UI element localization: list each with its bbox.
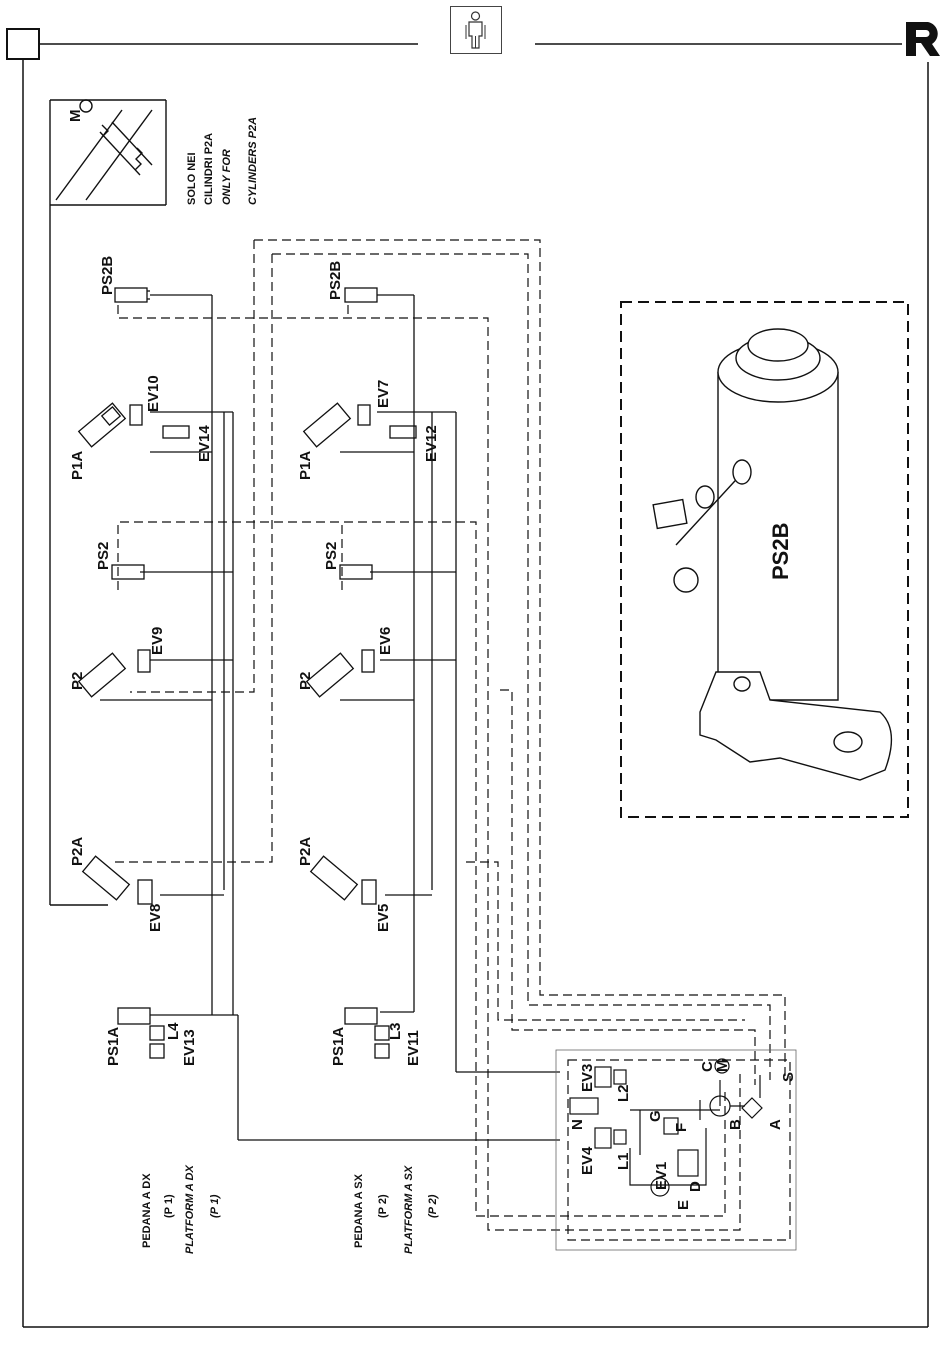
unit-label-d: D [687, 1181, 704, 1192]
unit-label-s: S [780, 1072, 797, 1082]
cylinder-ps2b-left [345, 288, 377, 302]
label-ev6: EV6 [377, 627, 394, 655]
label-p2-left: P2 [297, 672, 314, 690]
label-ev5: EV5 [375, 904, 392, 932]
label-l4: L4 [165, 1022, 182, 1040]
legend-sx-en: PLATFORM A SX [403, 1165, 415, 1254]
note-line3: ONLY FOR [221, 149, 233, 205]
note-line4: CYLINDERS P2A [247, 117, 259, 205]
label-p2a-left: P2A [297, 837, 314, 866]
ps2b-detail-title: PS2B [768, 523, 793, 580]
unit-label-f: F [673, 1123, 690, 1132]
unit-label-a: A [767, 1119, 784, 1130]
legend-dx-p-en: (P 1) [209, 1194, 221, 1218]
legend-dx-en: PLATFORM A DX [184, 1165, 196, 1254]
legend-dx-it: PEDANA A DX [141, 1173, 153, 1248]
label-ev9: EV9 [149, 627, 166, 655]
cylinder-ps2-right [112, 565, 144, 579]
unit-label-e: E [675, 1200, 692, 1210]
unit-label-ev4: EV4 [579, 1146, 596, 1175]
note-line1: SOLO NEI [186, 152, 198, 205]
label-ps2b-left: PS2B [327, 261, 344, 300]
label-p1a-right: P1A [69, 451, 86, 480]
legend-sx-it: PEDANA A SX [353, 1173, 365, 1248]
p2a-note: SOLO NEI CILINDRI P2A ONLY FOR CYLINDERS… [186, 117, 259, 205]
unit-label-l1: L1 [615, 1152, 632, 1170]
legend-sx-p-it: (P 2) [377, 1194, 389, 1218]
unit-label-ev3: EV3 [579, 1064, 596, 1092]
unit-label-b: B [727, 1119, 744, 1130]
dashed-pilot-lines [110, 240, 785, 1230]
cylinder-ps2-left [340, 565, 372, 579]
motor-label: M [67, 110, 84, 123]
cylinder-ps1a-left [345, 1008, 389, 1058]
unit-label-ev1: EV1 [653, 1162, 670, 1190]
cylinder-p2a-right [83, 856, 152, 904]
legend-sx-p-en: (P 2) [427, 1194, 439, 1218]
label-ps1a-right: PS1A [105, 1027, 122, 1066]
unit-label-g: G [647, 1110, 664, 1122]
label-ev10: EV10 [145, 375, 162, 412]
power-unit-labels: EV3 L2 C M S N G F B A EV4 L1 EV1 D E [569, 1060, 797, 1211]
unit-label-l2: L2 [615, 1084, 632, 1102]
p2a-valve-inset [50, 100, 166, 905]
label-p2-right: P2 [69, 672, 86, 690]
legend-dx-p-it: (P 1) [163, 1194, 175, 1218]
label-ev14: EV14 [196, 425, 213, 462]
cylinder-p2-right [79, 650, 150, 697]
label-ps2-right: PS2 [95, 542, 112, 570]
unit-label-m: M [714, 1060, 731, 1073]
cylinder-p2a-left [311, 856, 376, 904]
label-ps2b-right: PS2B [99, 256, 116, 295]
platform-legend: PEDANA A DX (P 1) PLATFORM A DX (P 1) PE… [141, 1165, 439, 1254]
label-ev13: EV13 [181, 1029, 198, 1066]
unit-label-n: N [569, 1119, 586, 1130]
cylinder-ps2b-right [115, 288, 150, 302]
label-ev11: EV11 [405, 1030, 422, 1066]
label-ev12: EV12 [423, 425, 440, 462]
cylinder-p2-left [307, 650, 374, 697]
label-ps1a-left: PS1A [330, 1027, 347, 1066]
cylinder-p1a-left [304, 403, 416, 447]
label-p1a-left: P1A [297, 451, 314, 480]
label-p2a-right: P2A [69, 837, 86, 866]
label-l3: L3 [387, 1022, 404, 1040]
label-ev7: EV7 [375, 380, 392, 408]
label-ps2-left: PS2 [323, 542, 340, 570]
note-line2: CILINDRI P2A [203, 133, 215, 205]
solid-pressure-lines [100, 295, 560, 1140]
label-ev8: EV8 [147, 904, 164, 932]
cylinder-p1a-right [79, 403, 189, 447]
